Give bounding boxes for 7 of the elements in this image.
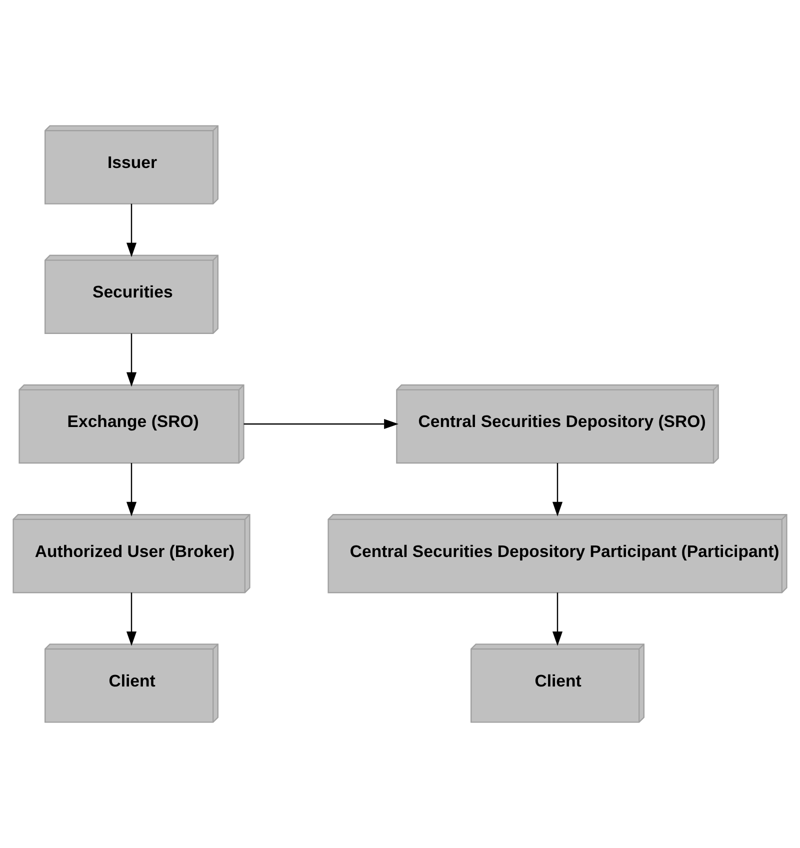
arrow bbox=[126, 592, 137, 646]
arrow bbox=[126, 463, 137, 516]
arrow bbox=[552, 463, 563, 516]
arrow bbox=[126, 333, 137, 387]
arrow bbox=[244, 418, 398, 430]
arrow bbox=[552, 592, 563, 646]
arrow bbox=[126, 204, 137, 258]
